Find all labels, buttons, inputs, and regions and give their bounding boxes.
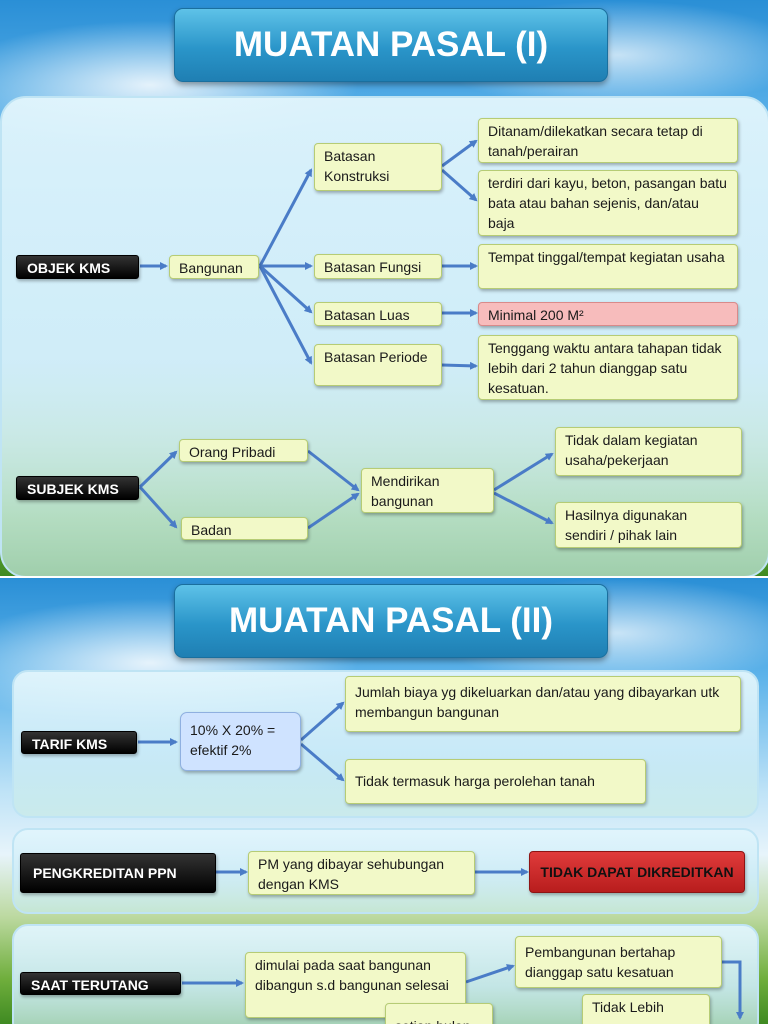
- tarif-kms-label: TARIF KMS: [21, 731, 137, 754]
- syarat-digunakan-sendiri: Hasilnya digunakan sendiri / pihak lain: [555, 502, 742, 548]
- slide2-title: MUATAN PASAL (II): [174, 584, 608, 658]
- objek-kms-label: OBJEK KMS: [16, 255, 139, 279]
- periode-detail: Tenggang waktu antara tahapan tidak lebi…: [478, 335, 738, 400]
- orang-pribadi-node: Orang Pribadi: [179, 439, 308, 462]
- konstruksi-detail-1: Ditanam/dilekatkan secara tetap di tanah…: [478, 118, 738, 163]
- badan-node: Badan: [181, 517, 308, 540]
- tarif-dasar-node: Jumlah biaya yg dikeluarkan dan/atau yan…: [345, 676, 741, 732]
- pengkreditan-ppn-label: PENGKREDITAN PPN: [20, 853, 216, 893]
- pembangunan-bertahap-node: Pembangunan bertahap dianggap satu kesat…: [515, 936, 722, 988]
- tidak-dapat-dikreditkan-node: TIDAK DAPAT DIKREDITKAN: [529, 851, 745, 893]
- setiap-bulan-node: setiap bulan: [385, 1003, 493, 1024]
- mendirikan-bangunan-node: Mendirikan bangunan: [361, 468, 494, 513]
- batasan-konstruksi-node: Batasan Konstruksi: [314, 143, 442, 191]
- tidak-lebih-node: Tidak Lebih: [582, 994, 710, 1024]
- slide-muatan-pasal-1: MUATAN PASAL (I) OBJEK KMS Ban: [0, 0, 768, 576]
- batasan-periode-node: Batasan Periode: [314, 344, 442, 386]
- batasan-fungsi-node: Batasan Fungsi: [314, 254, 442, 279]
- syarat-tidak-usaha: Tidak dalam kegiatan usaha/pekerjaan: [555, 427, 742, 476]
- bangunan-node: Bangunan: [169, 255, 259, 279]
- subjek-kms-label: SUBJEK KMS: [16, 476, 139, 500]
- slide1-title: MUATAN PASAL (I): [174, 8, 608, 82]
- saat-terutang-label: SAAT TERUTANG: [20, 972, 181, 995]
- pm-dibayar-node: PM yang dibayar sehubungan dengan KMS: [248, 851, 475, 895]
- luas-detail: Minimal 200 M²: [478, 302, 738, 326]
- batasan-luas-node: Batasan Luas: [314, 302, 442, 326]
- konstruksi-detail-2: terdiri dari kayu, beton, pasangan batu …: [478, 170, 738, 236]
- slide-muatan-pasal-2: MUATAN PASAL (II) TARIF KMS 10% X 20% = …: [0, 578, 768, 1024]
- fungsi-detail: Tempat tinggal/tempat kegiatan usaha: [478, 244, 738, 289]
- tarif-rate-node: 10% X 20% = efektif 2%: [180, 712, 301, 771]
- tarif-exclusion-node: Tidak termasuk harga perolehan tanah: [345, 759, 646, 804]
